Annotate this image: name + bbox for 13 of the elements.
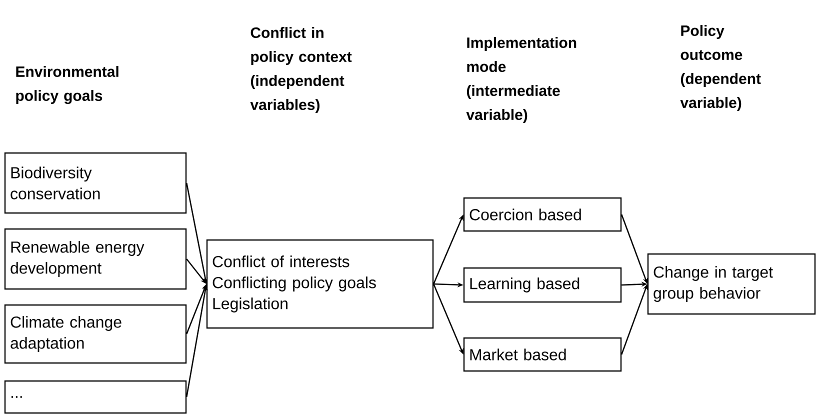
column-heading: Conflict in policy context (independent variables) bbox=[250, 27, 352, 113]
mode-box: Learning based bbox=[463, 267, 622, 303]
goal-box: Climate change adaptation bbox=[4, 304, 187, 364]
mode-box: Coercion based bbox=[463, 197, 622, 232]
goal-box: Biodiversity conservation bbox=[4, 152, 187, 214]
goal-box: Renewable energy development bbox=[4, 228, 187, 290]
conflict-box: Conflict of interests Conflicting policy goals Legislation bbox=[206, 239, 434, 329]
outcome-box: Change in target group behavior bbox=[647, 253, 816, 315]
goal-box: ... bbox=[4, 380, 187, 414]
column-heading: Policy outcome (dependent variable) bbox=[680, 25, 761, 111]
mode-box: Market based bbox=[463, 337, 622, 372]
column-heading: Environmental policy goals bbox=[16, 66, 118, 104]
column-heading: Implementation mode (intermediate variable) bbox=[466, 37, 576, 123]
